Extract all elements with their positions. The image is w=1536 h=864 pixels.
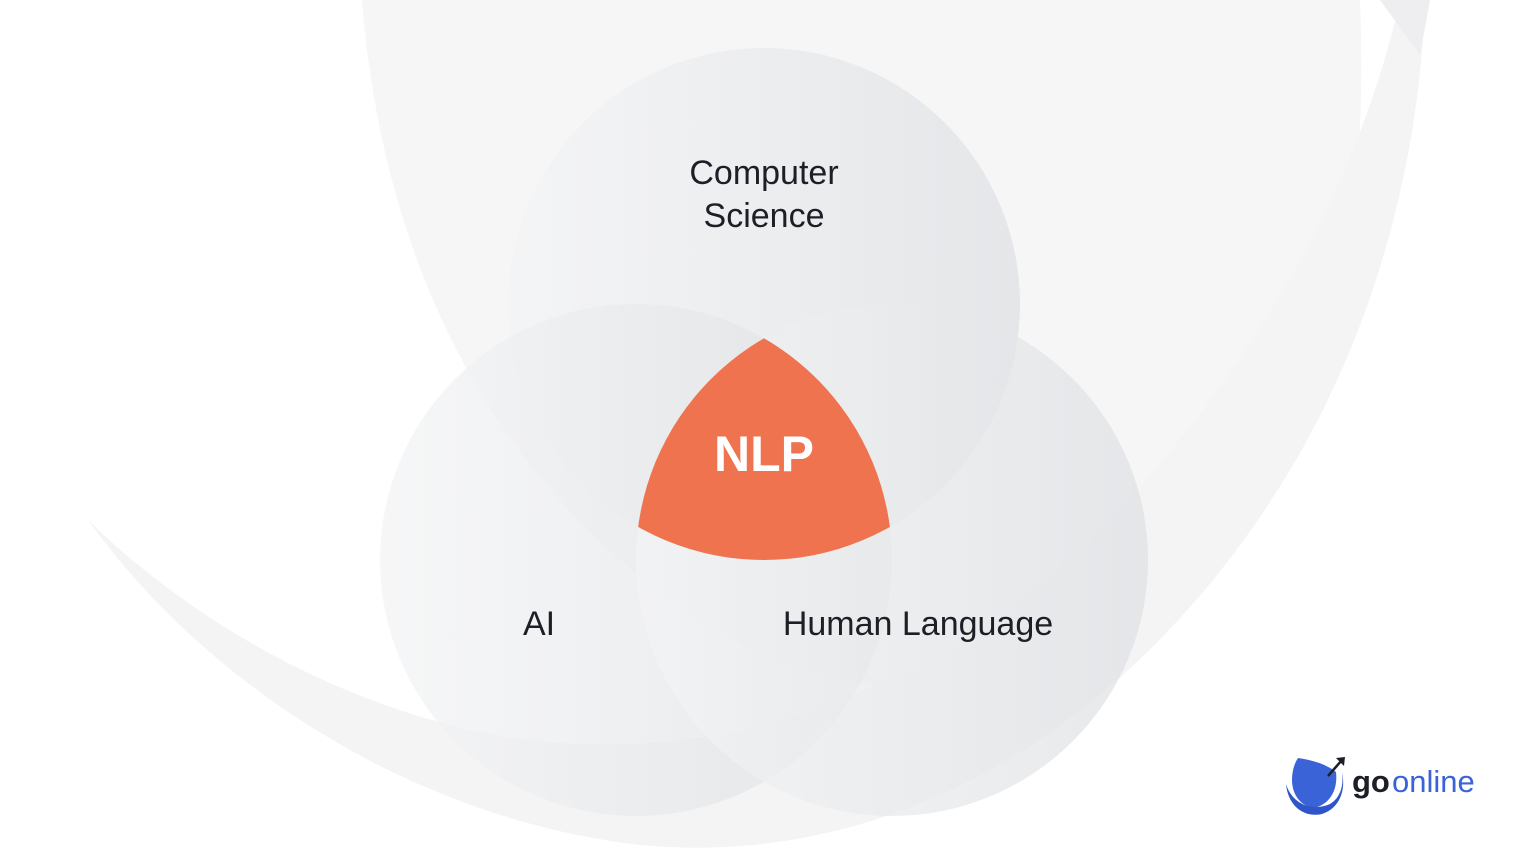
rocket-checkmark-icon: [1286, 757, 1345, 815]
label-ai: AI: [523, 605, 555, 643]
brand-word-go: go: [1352, 764, 1390, 799]
label-nlp: NLP: [714, 426, 814, 482]
brand-word-online: online: [1392, 764, 1475, 799]
label-computer-science-line1: Computer: [689, 154, 838, 192]
label-computer-science-line2: Science: [704, 197, 825, 235]
brand-logo: go online: [1286, 757, 1475, 815]
label-human-language: Human Language: [783, 605, 1053, 643]
nlp-intersection-region: [636, 304, 892, 560]
